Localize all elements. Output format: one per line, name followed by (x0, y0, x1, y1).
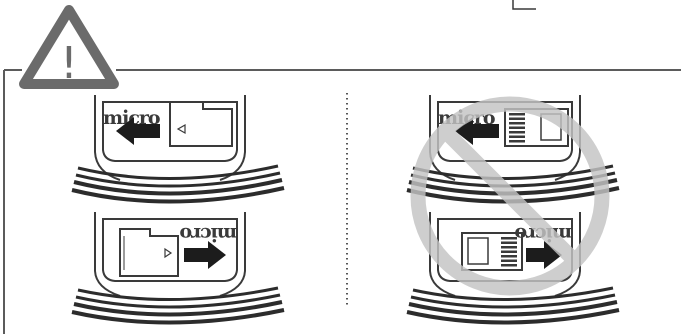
device-base-rings (71, 286, 285, 325)
panel-right-bottom: micro (406, 212, 620, 325)
prohibited-icon (410, 96, 610, 296)
device-housing (94, 95, 246, 181)
micro-logo-rotated: micro (180, 223, 237, 245)
device-base-rings (406, 286, 620, 325)
device-base-rings (71, 164, 285, 204)
microsd-card (119, 228, 179, 277)
panel-left-top: micro (71, 95, 285, 204)
panel-left-bottom: micro (71, 212, 285, 325)
arrow-right-icon (184, 241, 226, 269)
warning-triangle-icon: ! (19, 5, 119, 89)
device-housing (94, 212, 246, 297)
microsd-card (169, 101, 233, 147)
arrow-left-icon (455, 117, 499, 145)
frame (3, 0, 681, 334)
top-edge-mark (512, 0, 536, 10)
micro-logo: micro (103, 107, 160, 129)
microsd-card-contacts (461, 232, 523, 271)
panel-right-top: micro (406, 95, 620, 204)
arrow-left-icon (116, 117, 160, 145)
warning-glyph: ! (60, 38, 78, 89)
